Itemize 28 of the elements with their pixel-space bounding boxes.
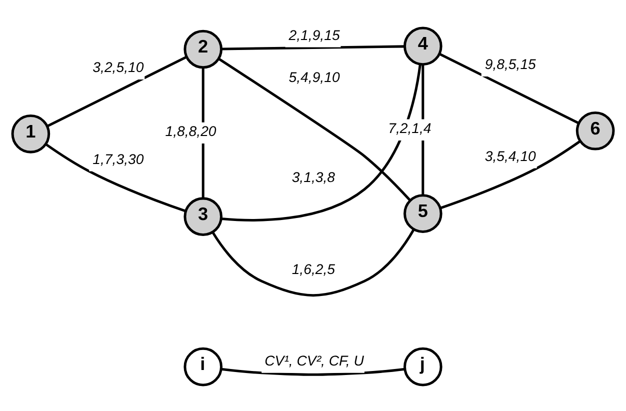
connector	[218, 58, 412, 202]
edge-label: 7,2,1,4	[388, 120, 432, 136]
node-circle: 3	[184, 197, 222, 236]
node-circle: 6	[576, 111, 615, 150]
node-circle: 2	[184, 30, 222, 69]
edge-label: 3,5,4,10	[484, 148, 536, 164]
connector	[439, 52, 580, 124]
edge-label: 9,8,5,15	[484, 56, 536, 72]
edge-label: 3,2,5,10	[92, 59, 144, 76]
connector	[221, 64, 422, 222]
edge-label: 1,8,8,20	[165, 123, 216, 140]
connector	[45, 143, 186, 212]
edge-label: CV¹, CV², CF, U	[264, 352, 364, 369]
connector	[221, 368, 405, 376]
node-circle: j	[404, 347, 442, 386]
edge-label: 3,1,3,8	[292, 169, 335, 186]
edge-label: 1,6,2,5	[292, 260, 335, 277]
node-circle: 1	[11, 114, 50, 154]
edge-label: 5,4,9,10	[288, 69, 340, 86]
node-circle: 4	[404, 26, 442, 66]
edge-label: 2,1,9,15	[288, 26, 340, 43]
node-circle: i	[184, 347, 222, 386]
edge-label: 1,7,3,30	[92, 150, 144, 167]
connector	[440, 140, 581, 210]
node-circle: 5	[404, 194, 442, 233]
connector	[46, 56, 187, 128]
connector	[222, 45, 405, 50]
connector	[212, 228, 415, 297]
